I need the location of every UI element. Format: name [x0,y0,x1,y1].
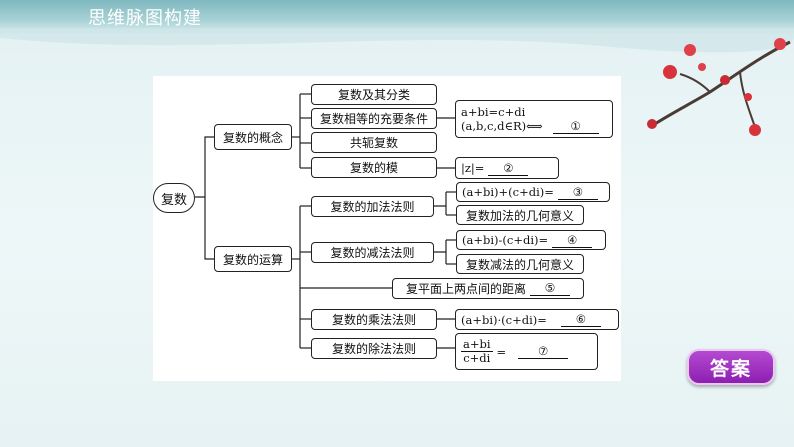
concept-item-equality: 复数相等的充要条件 [311,108,437,129]
div-rule-node: 复数的除法法则 [311,338,437,359]
modulus-formula-box: |z|= ② [455,157,559,179]
concept-node: 复数的概念 [214,124,292,150]
equality-formula-line2: (a,b,c,d∈R)⟺ [461,118,543,133]
mul-formula-box: (a+bi)·(c+di)= ⑥ [455,309,619,330]
plum-blossom-decoration [647,38,791,136]
sub-geometry-box: 复数减法的几何意义 [456,254,584,274]
mul-rule-node: 复数的乘法法则 [311,309,437,330]
root-node: 复数 [153,183,195,213]
div-denominator: c+di [463,351,491,365]
concept-item-conjugate: 共轭复数 [311,132,437,153]
distance-node: 复平面上两点间的距离 ⑤ [392,278,584,299]
concept-item-classification: 复数及其分类 [311,84,437,105]
sub-rule-node: 复数的减法法则 [311,242,434,263]
concept-item-modulus: 复数的模 [311,157,437,178]
blank-4: ④ [552,233,593,248]
add-formula-box: (a+bi)+(c+di)= ③ [456,182,610,202]
modulus-formula: |z|= [461,161,485,175]
answer-button[interactable]: 答案 [687,349,775,385]
blank-7: ⑦ [518,344,569,359]
sub-formula: (a+bi)-(c+di)= [462,233,549,247]
answer-button-label: 答案 [709,357,752,380]
mul-formula: (a+bi)·(c+di)= [461,312,547,327]
operation-node: 复数的运算 [214,246,292,272]
blank-2: ② [488,161,529,176]
blank-3: ③ [557,185,598,200]
blank-5: ⑤ [530,281,570,296]
add-geometry-box: 复数加法的几何意义 [456,205,584,225]
div-equals: = [496,344,507,359]
decorative-wave [0,28,794,53]
div-numerator: a+bi [461,337,493,352]
add-formula: (a+bi)+(c+di)= [462,185,554,199]
div-fraction: a+bi c+di [461,338,493,365]
div-formula-box: a+bi c+di = ⑦ [455,333,598,370]
blank-6: ⑥ [560,312,601,327]
equality-formula-box: a+bi=c+di (a,b,c,d∈R)⟺ ① [455,100,613,138]
sub-formula-box: (a+bi)-(c+di)= ④ [456,230,606,250]
distance-label: 复平面上两点间的距离 [405,282,526,296]
add-rule-node: 复数的加法法则 [311,196,434,217]
blank-1: ① [552,119,599,134]
equality-formula-line1: a+bi=c+di [461,104,526,119]
page-title: 思维脉图构建 [88,8,202,29]
